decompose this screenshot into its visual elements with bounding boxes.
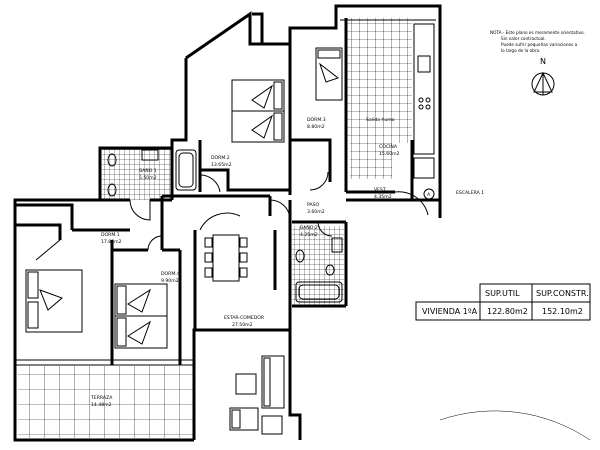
dorm3-name: DORM.3: [307, 117, 326, 123]
estar-name: ESTAR-COMEDOR: [224, 315, 265, 321]
note-line-2: Sin valor contractual.: [501, 36, 546, 41]
bano1-area: 5.50m2: [139, 175, 157, 181]
bano2-name: BAÑO 2: [300, 224, 318, 231]
vest-area: 4.35m2: [374, 194, 392, 200]
bano2-tiles: [292, 226, 344, 306]
cocina-name: COCINA: [379, 144, 398, 150]
north-arrow: N: [531, 57, 555, 96]
dorm1-area: 17.85m2: [101, 239, 122, 245]
table-header-constr: SUP.CONSTR.: [536, 289, 589, 298]
escalera-label: ESCALERA 1: [456, 190, 484, 196]
bano1-tiles: [102, 148, 172, 200]
terraza-area: 14.48m2: [91, 402, 112, 408]
bano2-fixtures: [295, 237, 343, 276]
vest-name: VEST.: [374, 187, 387, 193]
diagonal-walls: [35, 14, 251, 261]
table-header-util: SUP.UTIL: [485, 289, 520, 298]
paso-area: 3.60m2: [307, 209, 325, 215]
bano1-name: BAÑO 1: [139, 167, 157, 174]
dorm3-area: 8.80m2: [307, 124, 325, 130]
dining-table: [204, 234, 248, 282]
room-labels: DORM.2 13.65m2 DORM.3 8.80m2 Salida humo…: [90, 117, 484, 408]
outer-walls: [13, 4, 442, 442]
table-row-label: VIVIENDA 1ºA: [422, 307, 478, 316]
inner-walls: [15, 18, 414, 366]
paso-name: PASO: [307, 202, 320, 208]
table-util-value: 122.80m2: [487, 307, 528, 316]
dorm2-area: 13.65m2: [211, 162, 232, 168]
note-line-1: NOTA.- Este plano es meramente orientati…: [490, 30, 585, 35]
bed-dorm1: [25, 269, 83, 333]
dorm2-name: DORM.2: [211, 155, 230, 161]
cocina-area: 15.60m2: [379, 151, 400, 157]
estar-area: 27.50m2: [232, 322, 253, 328]
dorm1-name: DORM.1: [101, 232, 120, 238]
bed-dorm2: [231, 79, 285, 143]
salida-humo: Salida humo: [366, 117, 395, 123]
bano2-area: 4.25m2: [300, 232, 318, 238]
door-tag: A: [427, 192, 431, 198]
note-line-4: lo largo de la obra.: [501, 48, 540, 53]
terraza-name: TERRAZA: [90, 395, 113, 401]
dorm4-area: 9.90m2: [161, 278, 179, 284]
north-label: N: [540, 57, 546, 66]
note-block: NOTA.- Este plano es meramente orientati…: [490, 30, 585, 53]
sofa-set: [229, 355, 285, 435]
door-swings: [129, 171, 591, 441]
terrace-tiles: [18, 366, 194, 438]
bathtub-2: [295, 281, 343, 303]
bano1-fixtures: [107, 149, 159, 197]
note-line-3: Puede sufrir pequeñas variaciones a: [501, 42, 578, 47]
dorm4-name: DORM.4: [161, 271, 180, 277]
surface-table: SUP.UTIL SUP.CONSTR. VIVIENDA 1ºA 122.80…: [415, 283, 591, 321]
bed-dorm3: [315, 47, 343, 101]
bed-dorm4: [114, 283, 168, 349]
table-constr-value: 152.10m2: [542, 307, 583, 316]
kitchen-tiles: [346, 18, 412, 179]
kitchen-counter: [413, 23, 435, 179]
bathtub-1: [175, 149, 197, 191]
